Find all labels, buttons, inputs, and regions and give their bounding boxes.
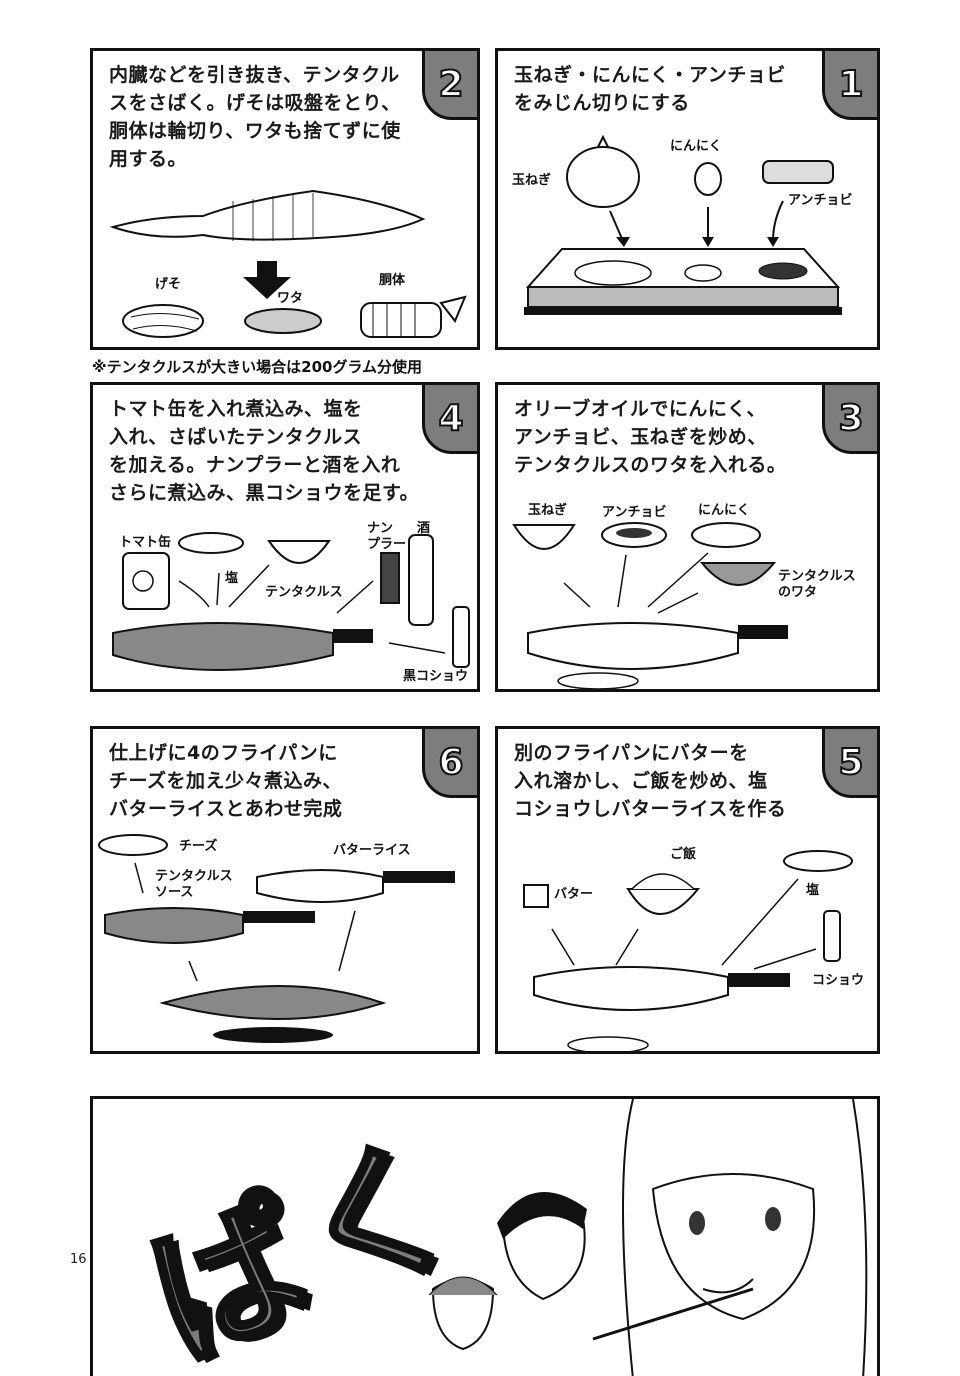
- panel-step-1: 玉ねぎ・にんにく・アンチョビ をみじん切りにする 1 玉ねぎ にんにく アンチョ…: [495, 48, 880, 350]
- label-body: 胴体: [379, 273, 406, 288]
- step-3-badge: 3: [822, 385, 877, 454]
- label-anchovy: アンチョビ: [788, 193, 853, 208]
- characters-illustration: [428, 1099, 868, 1376]
- step-1-text: 玉ねぎ・にんにく・アンチョビ をみじん切りにする: [514, 64, 786, 114]
- label-butter-rice: バターライス: [333, 843, 411, 858]
- step-5-text: 別のフライパンにバターを 入れ溶かし、ご飯を炒め、塩 コショウしバターライスを作…: [514, 742, 787, 820]
- label-pepper: コショウ: [812, 973, 865, 988]
- label-onion: 玉ねぎ: [528, 503, 568, 518]
- step-6-text: 仕上げに4のフライパンに チーズを加え少々煮込み、 バターライスとあわせ完成: [109, 742, 343, 820]
- label-rice: ご飯: [670, 847, 697, 862]
- label-cheese: チーズ: [179, 839, 218, 854]
- label-wata: テンタクルス のワタ: [778, 569, 856, 600]
- label-geso: げそ: [155, 277, 182, 292]
- final-panel-characters-eating: ぱく: [90, 1096, 880, 1376]
- panel-step-2: 内臓などを引き抜き、テンタクル スをさばく。げそは吸盤をとり、 胴体は輪切り、ワ…: [90, 48, 480, 350]
- label-nampla: ナン プラー: [367, 521, 407, 552]
- step-3-text: オリーブオイルでにんにく、 アンチョビ、玉ねぎを炒め、 テンタクルスのワタを入れ…: [514, 398, 787, 476]
- label-tentacles: テンタクルス: [265, 585, 343, 600]
- step-2-badge: 2: [422, 51, 477, 120]
- step-4-illustration: [112, 532, 470, 671]
- step-4-text: トマト缶を入れ煮込み、塩を 入れ、さばいたテンタクルス を加える。ナンプラーと酒…: [109, 398, 420, 504]
- label-salt: 塩: [225, 571, 239, 586]
- label-tomato: トマト缶: [119, 535, 172, 550]
- step-5-badge: 5: [822, 729, 877, 798]
- panel-step-6: 仕上げに4のフライパンに チーズを加え少々煮込み、 バターライスとあわせ完成 6…: [90, 726, 480, 1054]
- label-onion: 玉ねぎ: [512, 173, 552, 188]
- cutting-board-illustration: [524, 134, 842, 315]
- squid-illustration: [109, 189, 467, 338]
- label-sauce: テンタクルス ソース: [155, 869, 233, 900]
- page-number: 16: [70, 1252, 87, 1267]
- step-2-text: 内臓などを引き抜き、テンタクル スをさばく。げそは吸盤をとり、 胴体は輪切り、ワ…: [109, 64, 401, 170]
- label-garlic: にんにく: [670, 139, 722, 154]
- label-butter: バター: [554, 887, 594, 902]
- step-5-illustration: [523, 850, 853, 1051]
- panel-step-3: オリーブオイルでにんにく、 アンチョビ、玉ねぎを炒め、 テンタクルスのワタを入れ…: [495, 382, 880, 692]
- label-anchovy: アンチョビ: [602, 505, 667, 520]
- step-4-badge: 4: [422, 385, 477, 454]
- panel-step-4: トマト缶を入れ煮込み、塩を 入れ、さばいたテンタクルス を加える。ナンプラーと酒…: [90, 382, 480, 692]
- label-pepper: 黒コショウ: [403, 669, 469, 684]
- label-wata: ワタ: [277, 291, 304, 306]
- label-sake: 酒: [417, 521, 431, 536]
- step-6-illustration: [98, 834, 455, 1043]
- panel-step-5: 別のフライパンにバターを 入れ溶かし、ご飯を炒め、塩 コショウしバターライスを作…: [495, 726, 880, 1054]
- step-3-illustration: [512, 522, 788, 689]
- label-garlic: にんにく: [698, 503, 750, 518]
- step-1-badge: 1: [822, 51, 877, 120]
- label-salt: 塩: [806, 883, 820, 898]
- step-6-badge: 6: [422, 729, 477, 798]
- portion-note: ※テンタクルスが大きい場合は200グラム分使用: [92, 358, 422, 376]
